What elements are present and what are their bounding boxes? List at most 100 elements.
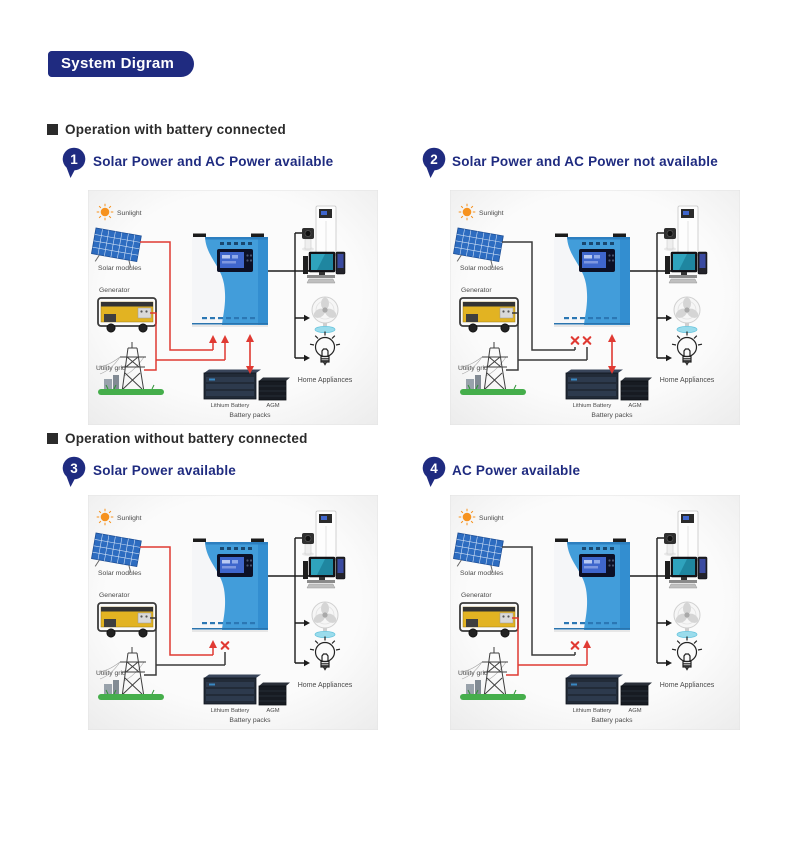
svg-text:Battery packs: Battery packs [229, 412, 271, 419]
svg-text:Lithium Battery: Lithium Battery [573, 708, 612, 714]
inverter-lcd [217, 554, 253, 577]
svg-text:Solar modules: Solar modules [98, 570, 142, 577]
panel-title-2: Solar Power and AC Power not available [452, 154, 718, 169]
lithium-battery [203, 369, 261, 400]
battery-link-arrow [608, 334, 616, 374]
solar-panel [453, 532, 504, 573]
branch-arrow-icon [304, 659, 310, 667]
utility-grid-tower [459, 647, 526, 700]
camera-appliance [302, 533, 314, 556]
solar-input-line [502, 546, 580, 656]
svg-text:AGM: AGM [266, 708, 279, 714]
step-number: 2 [430, 152, 438, 167]
light-bulb-icon [309, 331, 341, 366]
svg-text:Utility grid: Utility grid [96, 670, 126, 677]
computer [303, 251, 346, 284]
svg-text:Sunlight: Sunlight [117, 515, 142, 522]
light-bulb-icon [671, 636, 703, 671]
page-title-badge: System Digram [48, 51, 195, 77]
agm-battery [620, 377, 652, 401]
panel-title-3: Solar Power available [93, 463, 237, 478]
appliance-bus-lines [630, 232, 666, 359]
appliance-bus-lines [268, 537, 304, 664]
water-dispenser [677, 205, 699, 257]
solar-panel [91, 532, 142, 573]
generator [459, 602, 519, 638]
generator [97, 297, 157, 333]
agm-battery [258, 377, 290, 401]
inverter [554, 233, 630, 327]
step-pin-icon-3: 3 [62, 456, 86, 487]
solar-input-line [140, 546, 217, 656]
generator [97, 602, 157, 638]
section-heading-battery-disconnected: Operation without battery connected [47, 431, 308, 446]
lithium-battery [565, 674, 623, 705]
fan [673, 601, 701, 639]
blocked-x-icon [570, 336, 580, 345]
svg-text:Solar modules: Solar modules [460, 570, 504, 577]
water-dispenser [677, 510, 699, 562]
svg-text:Utility grid: Utility grid [96, 365, 126, 372]
inverter [192, 233, 268, 327]
svg-text:Home Appliances: Home Appliances [298, 682, 353, 689]
solar-input-line [502, 241, 580, 351]
svg-text:Sunlight: Sunlight [117, 210, 142, 217]
ac-input-line [144, 617, 230, 676]
lithium-battery [203, 674, 261, 705]
water-dispenser [315, 510, 337, 562]
solar-panel [453, 227, 504, 268]
step-pin-icon-4: 4 [422, 456, 446, 487]
solar-panel [91, 227, 142, 268]
step-pin-icon-1: 1 [62, 147, 86, 178]
svg-text:Home Appliances: Home Appliances [298, 377, 353, 384]
svg-text:Home Appliances: Home Appliances [660, 377, 715, 384]
svg-text:Lithium Battery: Lithium Battery [211, 708, 250, 714]
fan [311, 601, 339, 639]
branch-arrow-icon [304, 619, 310, 627]
ac-input-arrow-icon [583, 640, 591, 648]
svg-text:Sunlight: Sunlight [479, 210, 504, 217]
light-bulb-icon [309, 636, 341, 671]
computer [303, 556, 346, 589]
sun-icon [458, 508, 476, 526]
solar-input-arrow-icon [209, 640, 217, 648]
svg-text:Lithium Battery: Lithium Battery [211, 403, 250, 409]
inverter [554, 538, 630, 632]
lithium-battery [565, 369, 623, 400]
square-bullet-icon [47, 433, 58, 444]
section-heading-text: Operation with battery connected [65, 122, 286, 137]
sun-icon [458, 203, 476, 221]
svg-text:Generator: Generator [461, 287, 492, 294]
step-pin-icon-2: 2 [422, 147, 446, 178]
svg-text:Battery packs: Battery packs [591, 412, 633, 419]
inverter-lcd [217, 249, 253, 272]
light-bulb-icon [671, 331, 703, 366]
ac-input-line [144, 312, 229, 371]
svg-text:Utility grid: Utility grid [458, 365, 488, 372]
section-heading-battery-connected: Operation with battery connected [47, 122, 286, 137]
blocked-x-icon [570, 641, 580, 650]
svg-text:Lithium Battery: Lithium Battery [573, 403, 612, 409]
inverter [192, 538, 268, 632]
sun-icon [96, 203, 114, 221]
square-bullet-icon [47, 124, 58, 135]
inverter-lcd [579, 249, 615, 272]
utility-grid-tower [459, 342, 526, 395]
svg-text:Solar modules: Solar modules [98, 265, 142, 272]
agm-battery [258, 682, 290, 706]
svg-text:Battery packs: Battery packs [229, 717, 271, 724]
panel-title-1: Solar Power and AC Power available [93, 154, 334, 169]
water-dispenser [315, 205, 337, 257]
camera-appliance [302, 228, 314, 251]
appliance-bus-lines [268, 232, 304, 359]
step-number: 4 [430, 461, 438, 476]
svg-text:Solar modules: Solar modules [460, 265, 504, 272]
utility-grid-tower [97, 342, 164, 395]
branch-arrow-icon [666, 354, 672, 362]
computer [665, 556, 708, 589]
branch-arrow-icon [304, 314, 310, 322]
